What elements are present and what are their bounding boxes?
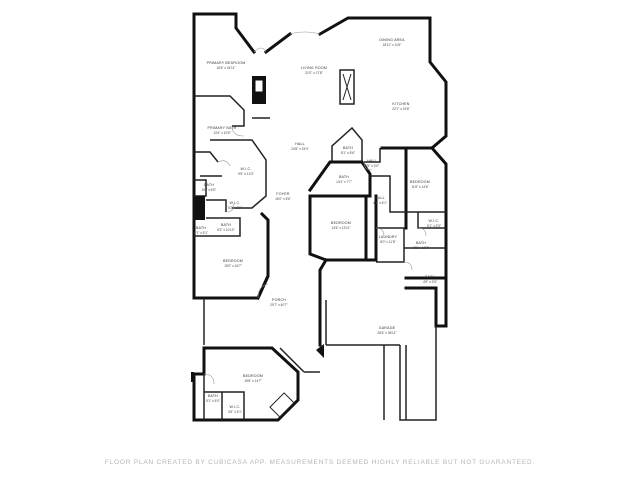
interior-walls	[194, 69, 446, 373]
floor-plan-disclaimer: FLOOR PLAN CREATED BY CUBICASA APP. MEAS…	[104, 459, 536, 466]
room-dims-foyer: 16'0" x 8'6"	[275, 197, 291, 201]
room-name-porch: PORCH	[272, 298, 286, 302]
room-dims-kitchen: 22'1" x 19'6"	[392, 107, 409, 111]
room-dims-wic-right: 5'1" x 5'3"	[427, 224, 441, 228]
room-name-foyer: FOYER	[276, 192, 290, 196]
room-name-kitchen: KITCHEN	[392, 102, 409, 106]
room-name-bath-small-left: BATH	[204, 183, 214, 187]
room-dims-bedroom-left: 15'0" x 16'7"	[224, 264, 241, 268]
room-dims-bath-right-wing: 8'8" x 12'7"	[413, 246, 429, 250]
room-dims-bath-guest: 5'1" x 6'0"	[206, 399, 220, 403]
room-dims-wic-primary: 9'6" x 13'3"	[238, 172, 254, 176]
room-dims-hall-small: 4'5" x 3'0"	[365, 164, 379, 168]
room-name-wic-primary: W.I.C.	[241, 167, 252, 171]
room-dims-dining-area: 18'11" x 11'6"	[383, 43, 402, 47]
room-name-primary-bedroom: PRIMARY BEDROOM	[207, 61, 246, 65]
room-dims-porch: 29'7" x 40'7"	[270, 303, 287, 307]
room-dims-bath-hall: 14'4" x 7'7"	[336, 180, 352, 184]
room-dims-primary-bath: 13'4" x 10'6"	[213, 131, 230, 135]
room-name-bedroom-left: BEDROOM	[223, 259, 243, 263]
room-dims-garage: 26'6" x 36'11"	[377, 331, 396, 335]
door-swings	[203, 31, 427, 385]
room-dims-primary-bedroom: 16'6" x 24'11"	[216, 66, 235, 70]
room-name-bedroom-center: BEDROOM	[331, 221, 351, 225]
room-dims-bedroom-guest: 15'6" x 14'7"	[244, 379, 261, 383]
room-name-bath-guest: BATH	[208, 394, 218, 398]
room-name-hall-main: HALL	[295, 142, 305, 146]
room-dims-bath-left-wing: 8'3" x 10'10"	[217, 228, 234, 232]
room-dims-wic-guest: 3'6" x 5'1"	[228, 410, 242, 414]
room-name-bath-tiny: BATH	[196, 226, 206, 230]
room-dims-bath-small-left: 6'8" x 6'5"	[202, 188, 216, 192]
room-name-laundry: LAUNDRY	[379, 235, 398, 239]
room-name-living-room: LIVING ROOM	[301, 66, 327, 70]
room-name-bedroom-right: BEDROOM	[410, 180, 430, 184]
room-name-wic-right: W.I.C.	[429, 219, 440, 223]
room-name-wic-left: W.I.C.	[230, 201, 241, 205]
room-name-bath-hall: BATH	[339, 175, 349, 179]
room-dims-living-room: 21'0" x 27'8"	[305, 71, 322, 75]
room-name-bath-left-wing: BATH	[221, 223, 231, 227]
room-name-primary-bath: PRIMARY BATH	[208, 126, 237, 130]
room-dims-bath-garage: 4'9" x 3'5"	[423, 280, 437, 284]
room-labels: DINING AREA 18'11" x 11'6" LIVING ROOM 2…	[194, 38, 441, 414]
room-dims-bath-tiny: 6'1" x 5'1"	[194, 231, 208, 235]
room-dims-laundry: 8'0" x 11'8"	[380, 240, 395, 244]
room-name-bath-right-wing: BATH	[416, 241, 426, 245]
room-name-wic-guest: W.I.C.	[230, 405, 241, 409]
room-name-bedroom-guest: BEDROOM	[243, 374, 263, 378]
room-name-garage: GARAGE	[379, 326, 396, 330]
room-name-hall-right: HALL	[375, 196, 385, 200]
room-name-dining-area: DINING AREA	[379, 38, 405, 42]
room-dims-bedroom-right: 11'8" x 14'6"	[411, 185, 428, 189]
room-dims-wic-left: 5'2" x 3'1"	[228, 206, 242, 210]
room-name-bath-center: BATH	[343, 146, 353, 150]
guest-suite-walls	[191, 346, 300, 422]
room-name-hall-small: HALL	[367, 159, 377, 163]
room-dims-hall-main: 24'8" x 15'4"	[291, 147, 308, 151]
room-dims-bath-center: 8'1" x 8'6"	[341, 151, 355, 155]
room-name-bath-garage: BATH	[425, 275, 435, 279]
room-dims-hall-right: 4'1" x 6'1"	[373, 201, 387, 205]
room-dims-bedroom-center: 14'6" x 13'11"	[331, 226, 350, 230]
